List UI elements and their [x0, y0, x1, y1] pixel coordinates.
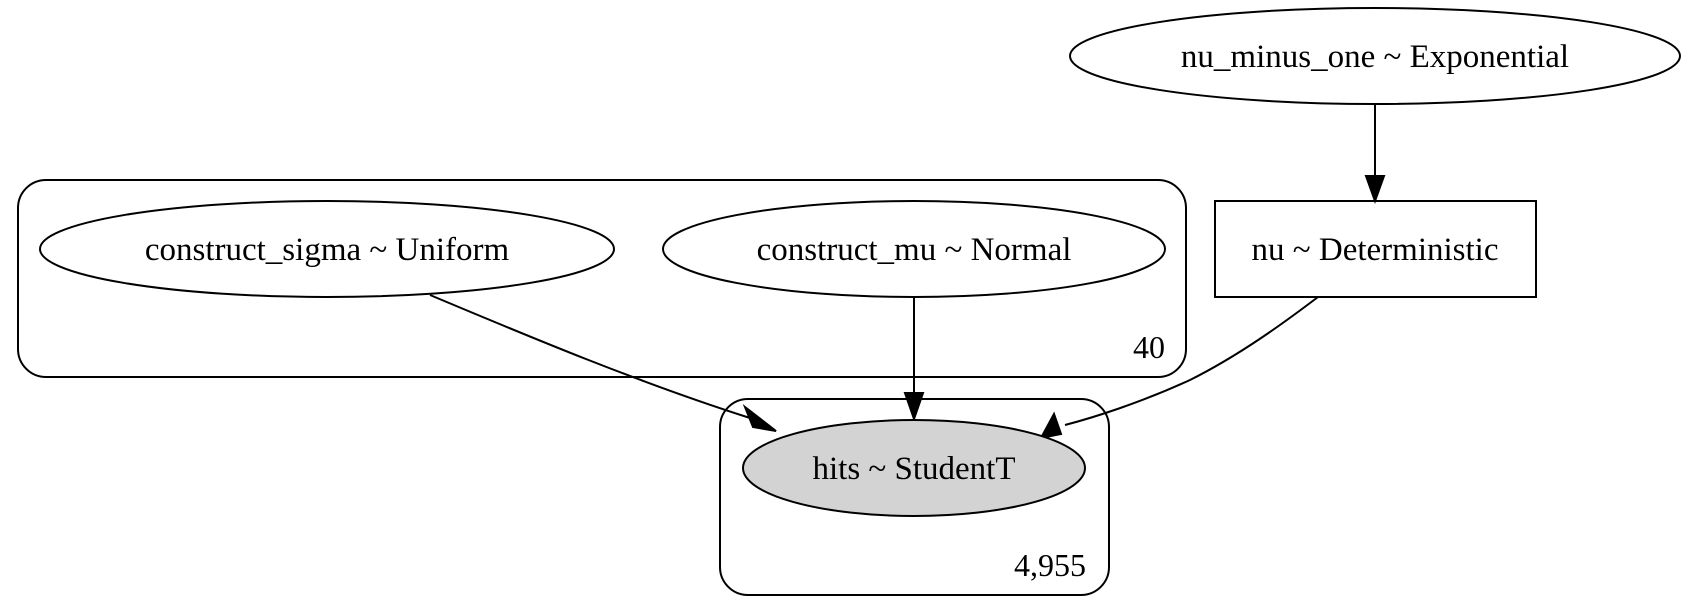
plate-constructs: 40 — [17, 179, 1187, 378]
node-nu-minus-one-label: nu_minus_one ~ Exponential — [1181, 39, 1569, 75]
node-construct-mu-ellipse — [662, 200, 1166, 298]
node-nu-box — [1214, 200, 1537, 298]
node-hits: hits ~ StudentT — [742, 419, 1086, 517]
plate-constructs-size: 40 — [1133, 329, 1165, 365]
node-nu-label: nu ~ Deterministic — [1252, 232, 1499, 268]
node-construct-mu-label: construct_mu ~ Normal — [757, 232, 1072, 268]
node-hits-label: hits ~ StudentT — [812, 451, 1015, 487]
node-construct-mu: construct_mu ~ Normal — [662, 200, 1166, 298]
plate-observations-size: 4,955 — [1014, 547, 1086, 583]
node-nu-minus-one-ellipse — [1069, 7, 1681, 105]
node-construct-sigma-ellipse — [39, 200, 615, 298]
node-nu-minus-one: nu_minus_one ~ Exponential — [1069, 7, 1681, 105]
edge-nu-to-hits — [1039, 296, 1319, 440]
edge-construct-mu-to-hits — [903, 296, 925, 423]
plate-constructs-border — [17, 179, 1187, 378]
node-hits-ellipse — [742, 419, 1086, 517]
node-construct-sigma: construct_sigma ~ Uniform — [39, 200, 615, 298]
edge-nu-minus-one-to-nu — [1364, 105, 1386, 204]
node-nu: nu ~ Deterministic — [1214, 200, 1537, 298]
node-construct-sigma-label: construct_sigma ~ Uniform — [145, 232, 510, 268]
edge-construct-sigma-to-hits — [429, 294, 777, 432]
edges — [429, 105, 1386, 440]
